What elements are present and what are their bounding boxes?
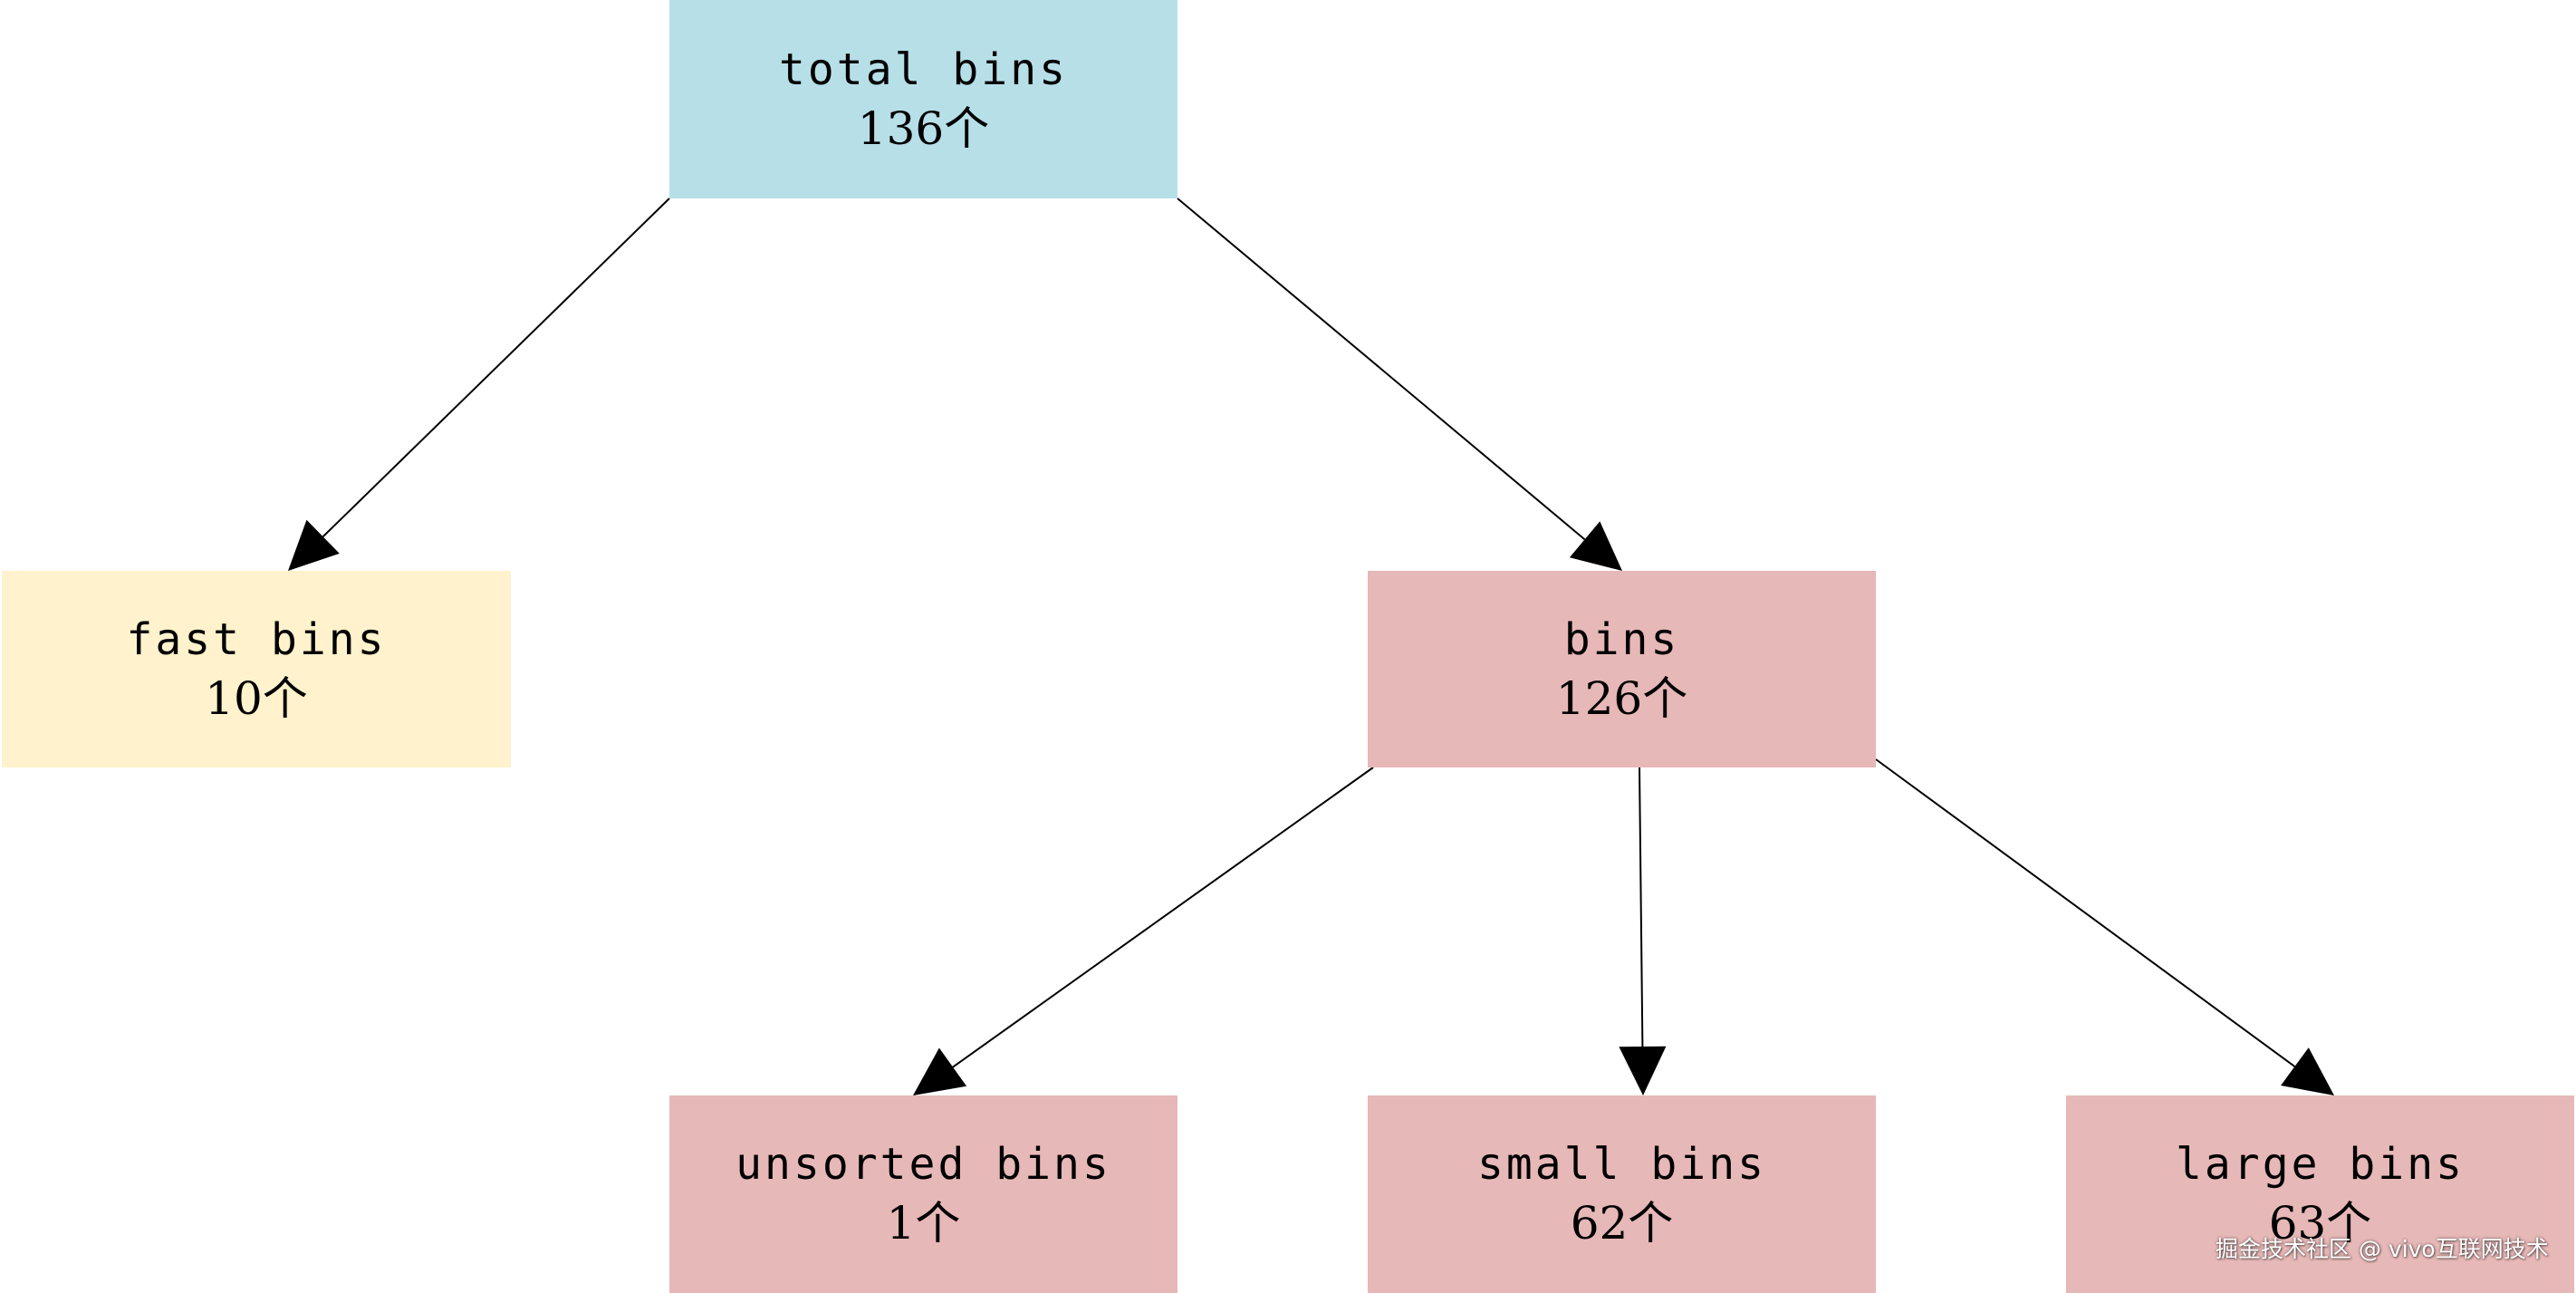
node-bins-count: 126个 bbox=[1555, 671, 1688, 725]
node-large-bins-count: 63个 bbox=[2268, 1197, 2372, 1250]
node-bins-label: bins bbox=[1563, 613, 1680, 665]
edge-bins-to-small bbox=[1639, 767, 1644, 1047]
node-small-bins: small bins 62个 bbox=[1368, 1095, 1876, 1293]
edge-total-to-fast bbox=[322, 198, 670, 537]
node-unsorted-bins-label: unsorted bins bbox=[735, 1139, 1111, 1190]
node-total-bins-label: total bins bbox=[779, 43, 1068, 95]
node-large-bins-label: large bins bbox=[2176, 1139, 2465, 1190]
node-fast-bins: fast bins 10个 bbox=[2, 571, 511, 767]
node-unsorted-bins-count: 1个 bbox=[886, 1197, 961, 1250]
edge-bins-to-unsorted bbox=[952, 767, 1374, 1068]
edge-bins-to-large bbox=[1875, 758, 2296, 1067]
arrowhead-bins-to-small bbox=[1619, 1046, 1667, 1095]
watermark-text: 掘金技术社区 @ vivo互联网技术 bbox=[2216, 1236, 2549, 1262]
arrowhead-total-to-fast bbox=[288, 519, 340, 571]
node-fast-bins-label: fast bins bbox=[126, 613, 387, 665]
node-bins: bins 126个 bbox=[1368, 571, 1876, 767]
node-unsorted-bins: unsorted bins 1个 bbox=[669, 1095, 1177, 1293]
edges-layer bbox=[288, 198, 2334, 1095]
arrowhead-total-to-bins bbox=[1569, 521, 1622, 571]
node-fast-bins-count: 10个 bbox=[205, 671, 308, 725]
node-small-bins-label: small bins bbox=[1477, 1139, 1766, 1190]
node-total-bins: total bins 136个 bbox=[669, 0, 1177, 198]
arrowhead-bins-to-unsorted bbox=[913, 1047, 967, 1095]
arrowhead-bins-to-large bbox=[2281, 1047, 2334, 1095]
node-total-bins-count: 136个 bbox=[857, 101, 990, 155]
edge-total-to-bins bbox=[1177, 198, 1586, 541]
node-small-bins-count: 62个 bbox=[1570, 1197, 1674, 1250]
node-large-bins: large bins 63个 bbox=[2066, 1095, 2574, 1293]
